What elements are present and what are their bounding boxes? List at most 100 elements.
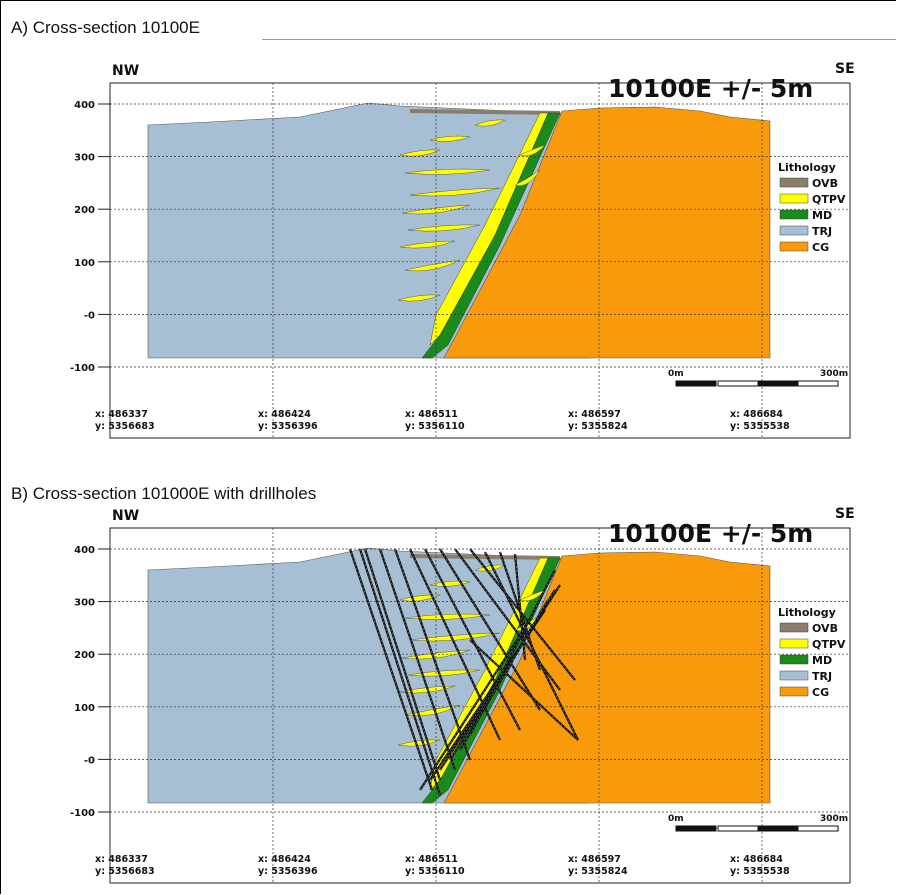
panel-a-legend-swatch [779, 209, 809, 220]
panel-b-legend-title: Lithology [778, 606, 836, 619]
panel-b-legend-label: CG [812, 686, 829, 699]
panel-a-legend-label: OVB [812, 177, 838, 190]
panel-b-coord-y: y: 5355824 [568, 866, 628, 877]
panel-a-title: A) Cross-section 10100E [11, 18, 200, 37]
panel-a-qtpv-lens [409, 187, 501, 197]
panel-b-coord-x: x: 486424 [258, 854, 311, 865]
panel-b-legend-swatch [779, 686, 809, 697]
panel-b-legend-swatch [779, 638, 809, 649]
panel-b-drillhole-trace [439, 584, 561, 771]
panel-a-qtpv-lens [474, 119, 506, 127]
panel-a-legend-swatch [779, 241, 809, 252]
panel-b-drillhole [469, 548, 576, 681]
panel-b-scale-segment [757, 825, 799, 832]
panel-a-cg-body [443, 106, 771, 359]
panel-b-drillhole-trace [439, 548, 541, 711]
panel-a-qtpv-lens [397, 294, 441, 302]
panel-b-scale-end: 300m [820, 814, 848, 824]
panel-a-coord-y: y: 5355538 [730, 421, 790, 432]
panel-b-legend-swatch [779, 654, 809, 665]
panel-b-drillhole-trace [454, 548, 561, 691]
panel-b-drillhole-trace [499, 551, 541, 671]
panel-b-drillhole-trace [469, 569, 556, 736]
panel-a-legend-label: QTPV [812, 193, 846, 206]
panel-b-coord-x: x: 486511 [405, 854, 458, 865]
panel-a-coord-x: x: 486597 [568, 409, 621, 420]
panel-b-ytick-label: -100 [70, 808, 95, 819]
panel-b-drillhole-trace [409, 548, 501, 741]
panel-a-ytick-label: -100 [70, 363, 95, 374]
panel-a-dir-left: NW [112, 63, 139, 79]
panel-a-coord-x: x: 486511 [405, 409, 458, 420]
panel-a-coord-x: x: 486684 [730, 409, 783, 420]
panel-a-ytick-label: -0 [84, 310, 95, 321]
panel-a-legend-swatch [779, 177, 809, 188]
panel-b-drillhole-trace [469, 639, 579, 741]
panel-b-qtpv-lens [397, 739, 441, 747]
panel-a-scale-segment [797, 380, 839, 387]
panel-b-ytick-label: 100 [74, 703, 95, 714]
panel-b-coord-y: y: 5356110 [405, 866, 465, 877]
panel-b-scale-segment [797, 825, 839, 832]
panel-b-legend-swatch [779, 622, 809, 633]
panel-a-qtpv-lens [399, 240, 456, 249]
panel-a-qtpv-band [429, 112, 549, 346]
panel-a-coord-y: y: 5356683 [95, 421, 155, 432]
panel-b-drillhole-trace [379, 548, 456, 771]
panel-b-drillhole-trace [349, 548, 433, 791]
panel-b-section-label: 10100E +/- 5m [608, 519, 813, 548]
panel-a-ovb-cap [410, 109, 560, 115]
panel-a-scale-segment [675, 380, 717, 387]
panel-a-dir-right: SE [835, 61, 855, 77]
panel-a-legend-swatch [779, 225, 809, 236]
panel-a-coord-x: x: 486424 [258, 409, 311, 420]
panel-b-ytick-label: 400 [74, 545, 95, 556]
panel-b-title: B) Cross-section 101000E with drillholes [11, 484, 317, 503]
panel-a-qtpv-lens [399, 149, 441, 157]
panel-b-coord-y: y: 5356396 [258, 866, 318, 877]
panel-a-qtpv-lens [519, 144, 546, 157]
panel-a-legend-label: MD [812, 209, 832, 222]
panel-a-legend-label: CG [812, 241, 829, 254]
panel-b-drillhole-trace [394, 548, 471, 761]
panel-a-coord-y: y: 5355824 [568, 421, 628, 432]
panel-b-legend-label: TRJ [812, 670, 832, 683]
panel-b-ovb-cap [410, 554, 560, 560]
panel-b-legend-label: MD [812, 654, 832, 667]
panel-a-scale-segment [717, 380, 759, 387]
panel-a-ytick-label: 200 [74, 205, 95, 216]
panel-a-qtpv-lens [404, 168, 491, 175]
panel-b-scale-segment [717, 825, 759, 832]
panel-b-drillhole [424, 548, 521, 731]
panel-b-ytick-label: -0 [84, 755, 95, 766]
panel-a-scale-start: 0m [668, 369, 684, 379]
panel-a-ytick-label: 400 [74, 100, 95, 111]
panel-a-legend-title: Lithology [778, 161, 836, 174]
panel-a-coord-x: x: 486337 [95, 409, 148, 420]
panel-a-qtpv-lens [404, 259, 461, 272]
panel-a-qtpv-lens [514, 169, 541, 186]
panel-b-scale-segment [675, 825, 717, 832]
panel-b-coord-x: x: 486597 [568, 854, 621, 865]
panel-b-cg-body [443, 551, 771, 804]
panel-a-coord-y: y: 5356396 [258, 421, 318, 432]
panel-a-legend-swatch [779, 193, 809, 204]
panel-b-ytick-label: 200 [74, 650, 95, 661]
panel-b-coord-x: x: 486684 [730, 854, 783, 865]
panel-b-dir-right: SE [835, 506, 855, 522]
panel-b-legend-label: QTPV [812, 638, 846, 651]
panel-b-legend-label: OVB [812, 622, 838, 635]
panel-b-qtpv-lens [409, 632, 501, 642]
panel-b-drillhole-trace [359, 548, 441, 796]
panel-b-qtpv-lens [407, 669, 481, 677]
panel-a-legend-label: TRJ [812, 225, 832, 238]
panel-b-coord-x: x: 486337 [95, 854, 148, 865]
panel-a-section-label: 10100E +/- 5m [608, 74, 813, 103]
panel-a-ytick-label: 300 [74, 153, 95, 164]
panel-b-drillhole-trace [364, 548, 441, 781]
panel-a-qtpv-lens [407, 224, 481, 232]
panel-b-drillhole-trace [449, 589, 556, 761]
